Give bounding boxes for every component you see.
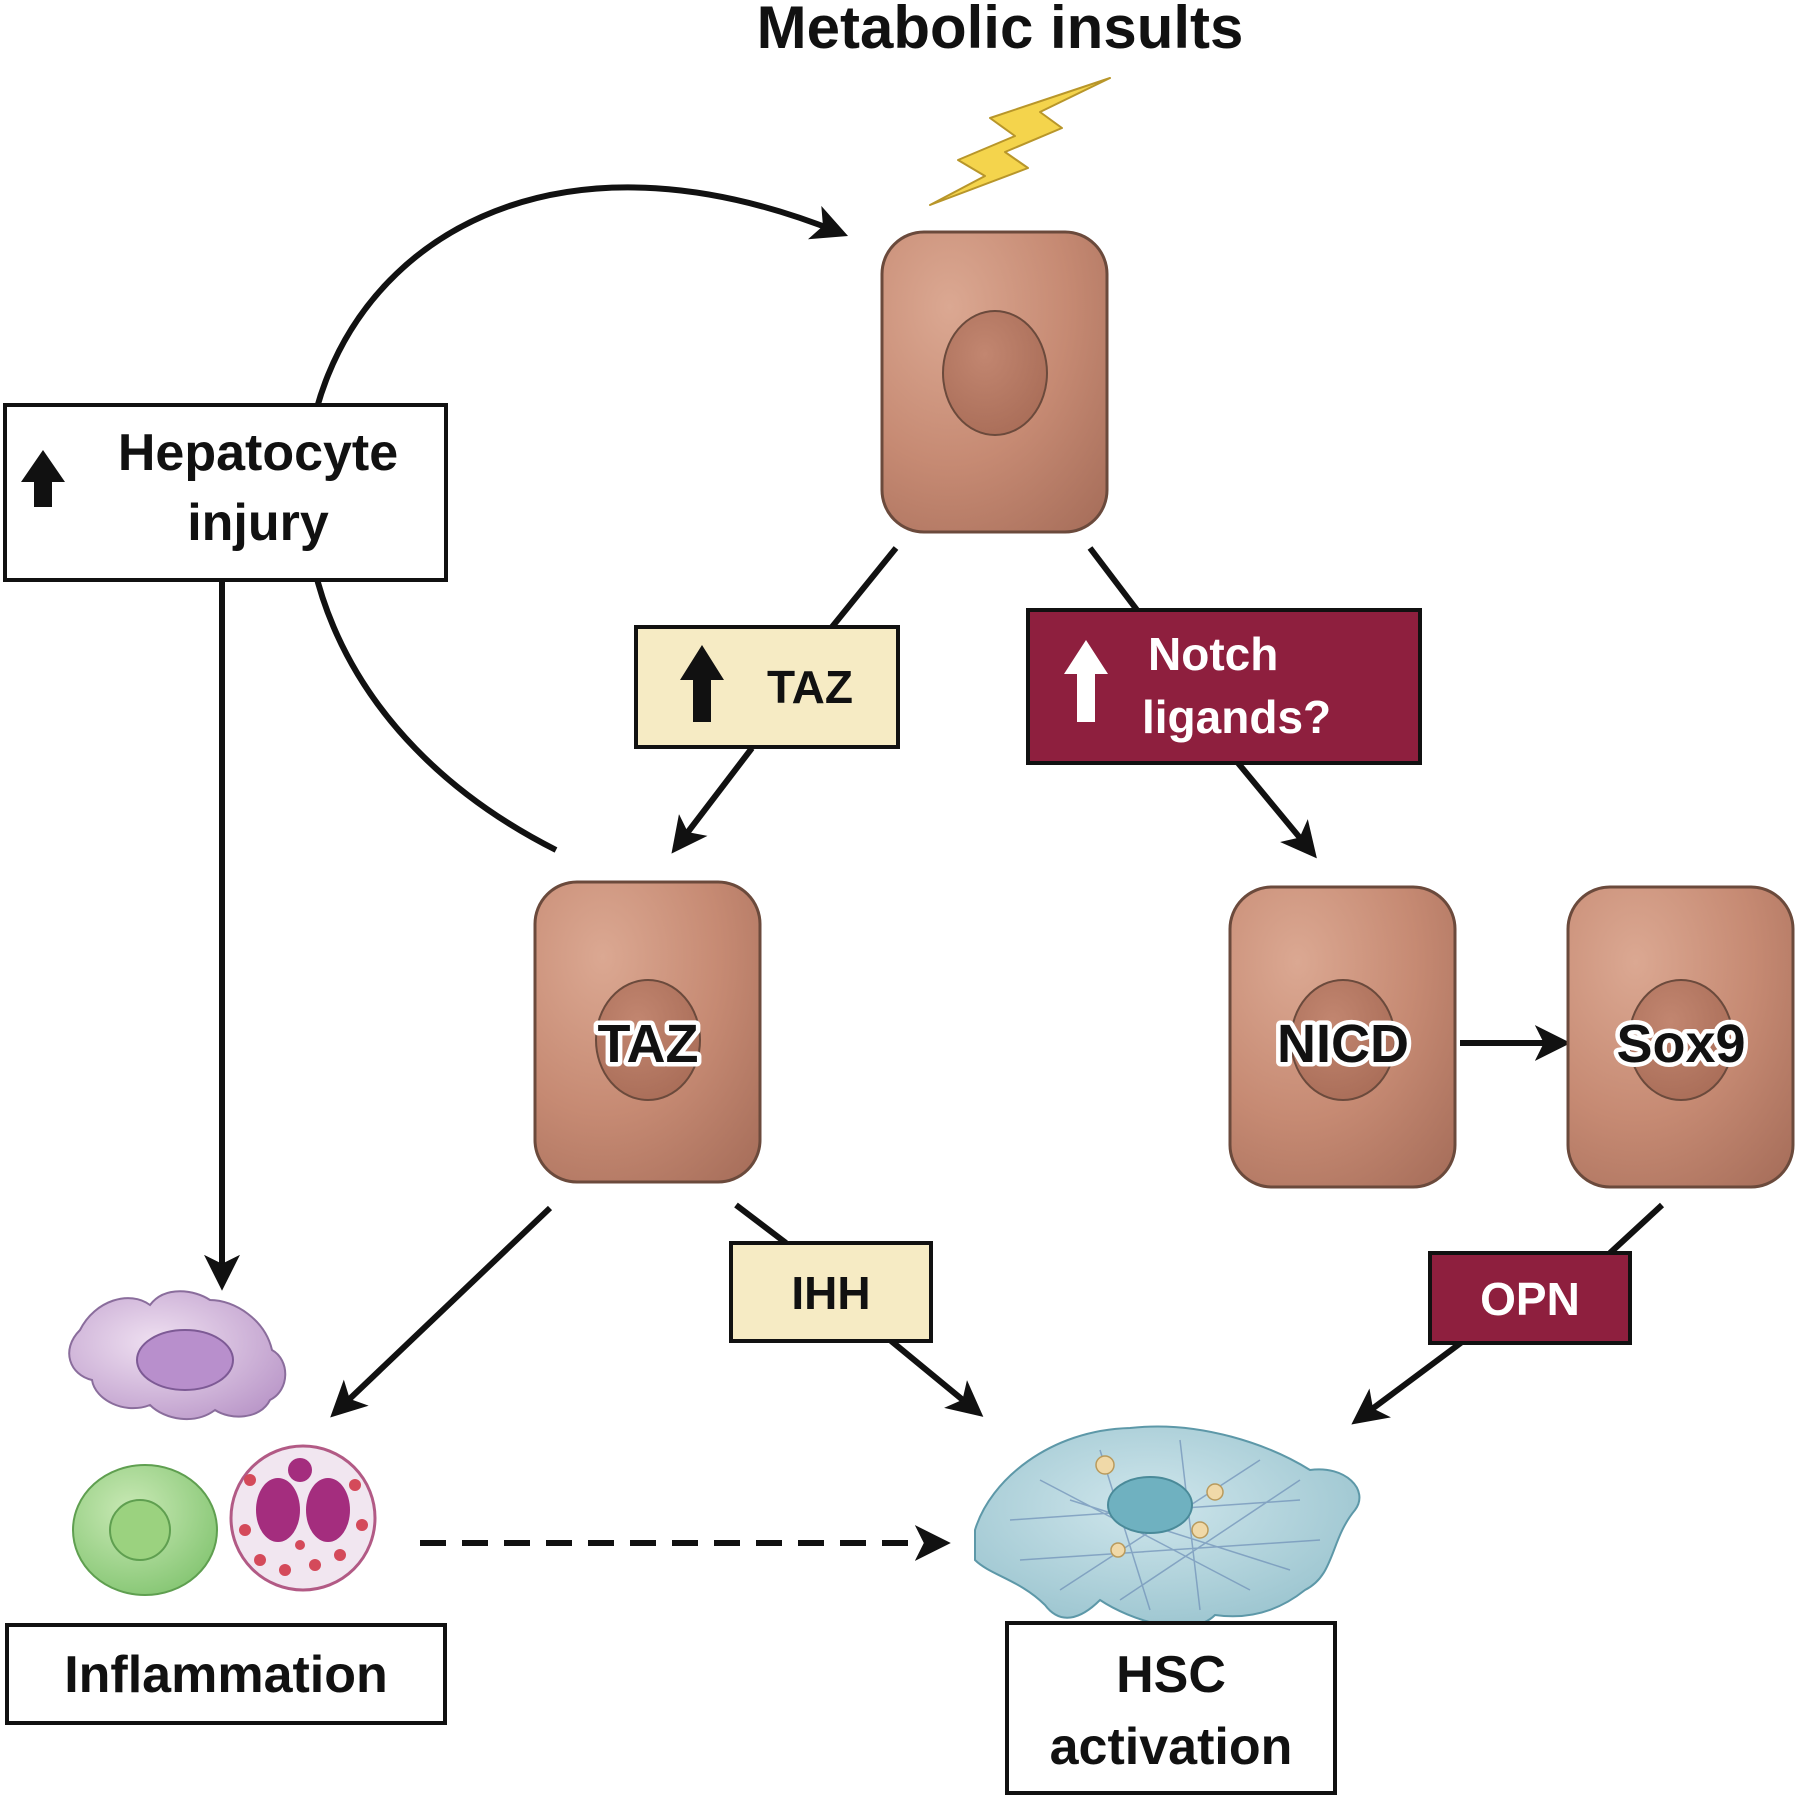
neutrophil-icon bbox=[229, 1444, 377, 1592]
macrophage-icon bbox=[68, 1290, 287, 1421]
taz-to-ihh-line bbox=[734, 1202, 788, 1246]
hepatocyte-cell-sox9: Sox9 bbox=[1566, 885, 1795, 1189]
hepatocyte-cell-nicd: NICD bbox=[1228, 885, 1457, 1189]
cell-label-nicd: NICD bbox=[1277, 1014, 1409, 1074]
cell-to-taz-line bbox=[829, 546, 899, 629]
hsc-activation-box: HSC activation bbox=[1005, 1621, 1337, 1795]
ihh-box: IHH bbox=[729, 1241, 933, 1343]
hepatocyte-injury-line2: injury bbox=[187, 494, 329, 552]
taz-to-inflammation-arrow bbox=[330, 1205, 553, 1418]
taz-up-box: TAZ bbox=[634, 625, 900, 749]
opn-box: OPN bbox=[1428, 1251, 1632, 1345]
cell-label-taz: TAZ bbox=[598, 1014, 699, 1074]
notch-to-nicd-arrow bbox=[1235, 761, 1317, 859]
notch-ligands-box: Notch ligands? bbox=[1026, 608, 1422, 765]
inflammation-label: Inflammation bbox=[64, 1646, 388, 1704]
up-arrow-icon bbox=[1064, 640, 1108, 722]
sox9-to-opn-line bbox=[1607, 1202, 1665, 1256]
cell-to-notch-line bbox=[1087, 546, 1140, 612]
hepatocyte-injury-line1: Hepatocyte bbox=[118, 424, 398, 482]
taz-to-cell-arrow bbox=[671, 746, 755, 854]
up-arrow-icon bbox=[21, 450, 65, 507]
hsc-line2: activation bbox=[1050, 1718, 1293, 1776]
cell-label-sox9: Sox9 bbox=[1616, 1014, 1745, 1074]
hsc-line1: HSC bbox=[1116, 1646, 1226, 1704]
lightning-icon bbox=[929, 77, 1111, 206]
stellate-cell-icon bbox=[974, 1425, 1361, 1628]
hepatocyte-injury-box: Hepatocyte injury bbox=[3, 403, 448, 582]
lymphocyte-icon bbox=[72, 1464, 218, 1596]
ihh-label: IHH bbox=[791, 1267, 870, 1319]
opn-label: OPN bbox=[1480, 1273, 1580, 1325]
ihh-to-hsc-arrow bbox=[888, 1337, 984, 1417]
hepatocyte-cell-taz: TAZ bbox=[533, 880, 762, 1184]
opn-to-hsc-arrow bbox=[1351, 1339, 1464, 1425]
inflammation-box: Inflammation bbox=[5, 1623, 447, 1725]
taz-up-label: TAZ bbox=[767, 661, 853, 713]
feedback-arc-arrow bbox=[302, 184, 849, 853]
connectors bbox=[204, 184, 1665, 1561]
notch-line2: ligands? bbox=[1142, 691, 1331, 743]
title: Metabolic insults bbox=[757, 0, 1244, 61]
up-arrow-icon bbox=[680, 645, 724, 722]
hepatocyte-cell-top bbox=[880, 230, 1109, 534]
notch-line1: Notch bbox=[1148, 628, 1278, 680]
